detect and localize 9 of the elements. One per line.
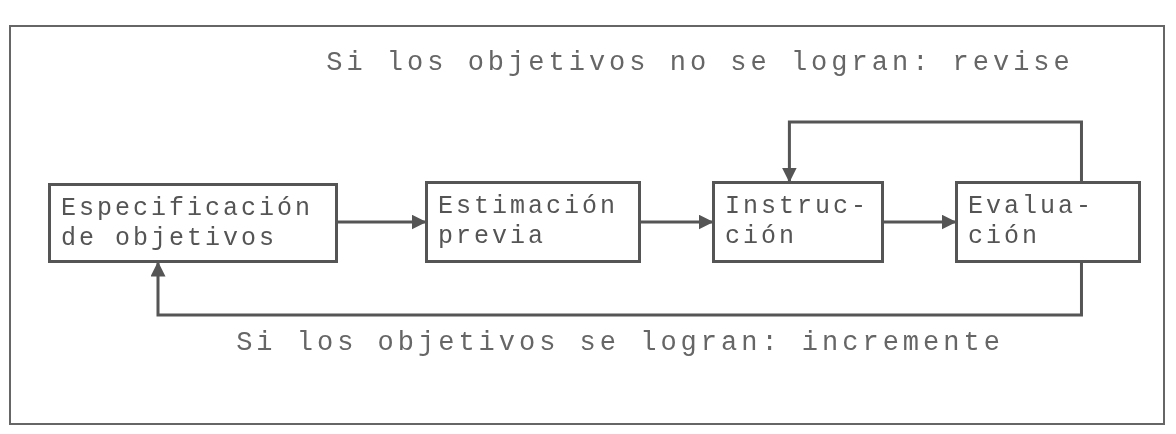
arrow bbox=[781, 120, 1083, 183]
process-box: Evalua- ción bbox=[955, 181, 1141, 263]
arrow bbox=[884, 214, 957, 230]
process-box: Instruc- ción bbox=[712, 181, 884, 263]
process-box: Especificación de objetivos bbox=[48, 183, 338, 263]
arrow bbox=[641, 214, 714, 230]
arrow bbox=[338, 214, 427, 230]
arrow bbox=[150, 261, 1083, 317]
process-box: Estimación previa bbox=[425, 181, 641, 263]
